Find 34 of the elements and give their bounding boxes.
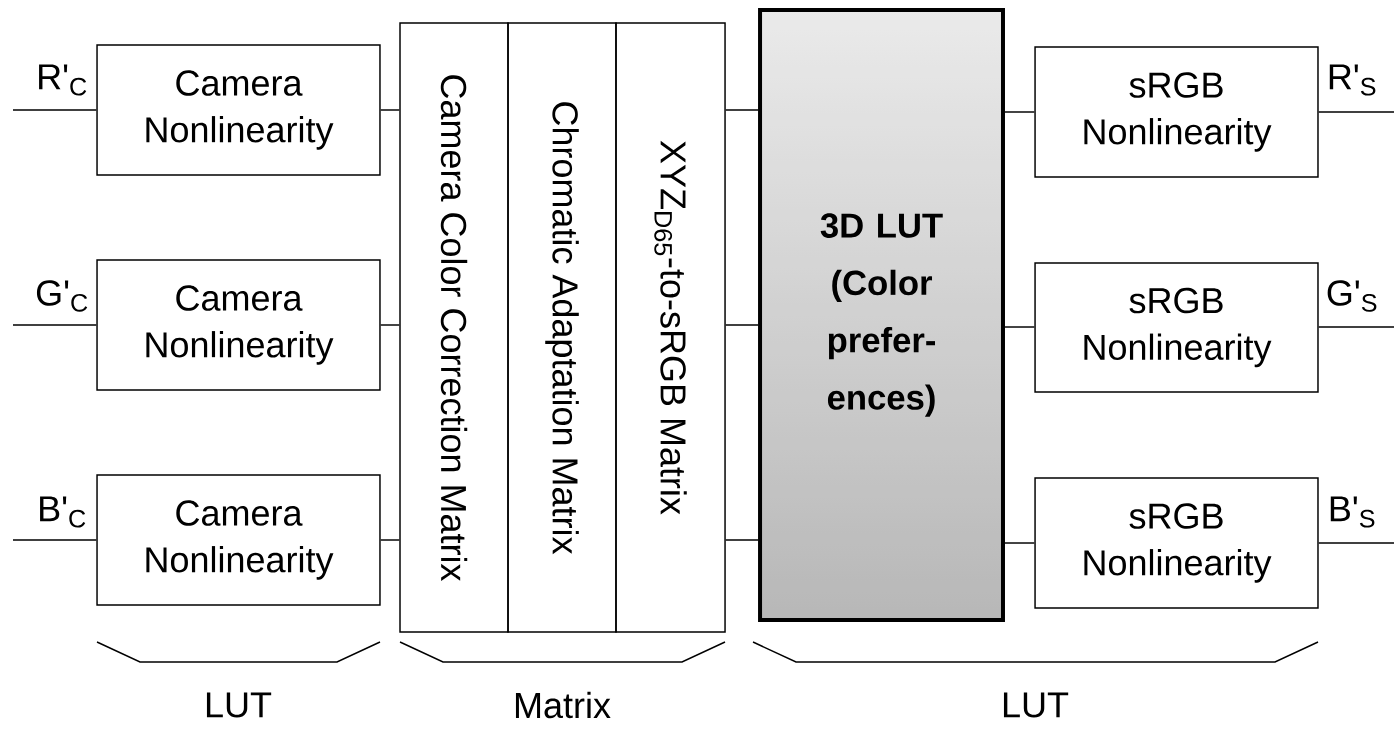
connector-line xyxy=(725,324,759,326)
connector-line xyxy=(1004,326,1036,328)
bracket-label: LUT xyxy=(206,692,272,718)
signal-label: B'$_{C}$ xyxy=(40,496,86,528)
connector-line xyxy=(1004,542,1036,544)
signal-label: R'$_{S}$ xyxy=(1329,64,1376,96)
matrix-column: Camera Color Correction Matrix xyxy=(399,22,509,633)
connector-line xyxy=(1318,111,1394,113)
connector-line xyxy=(379,109,400,111)
process-box: Camera Nonlinearity xyxy=(96,259,381,391)
signal-label: R'$_{C}$ xyxy=(39,64,87,96)
signal-label: G'$_{S}$ xyxy=(1327,280,1377,312)
signal-label: B'$_{S}$ xyxy=(1330,496,1375,528)
connector-line xyxy=(1318,542,1394,544)
connector-line xyxy=(725,109,759,111)
connector-line xyxy=(379,324,400,326)
bracket-label: LUT xyxy=(1003,692,1069,718)
matrix-column: XYZ$_{D65}$-to-sRGB Matrix xyxy=(615,22,726,633)
connector-line xyxy=(12,109,98,111)
process-box: sRGB Nonlinearity xyxy=(1034,46,1319,178)
matrix-column: Chromatic Adaptation Matrix xyxy=(507,22,617,633)
process-box: Camera Nonlinearity xyxy=(96,474,381,606)
connector-line xyxy=(12,324,98,326)
process-box: sRGB Nonlinearity xyxy=(1034,477,1319,609)
connector-line xyxy=(1318,326,1394,328)
signal-label: G'$_{C}$ xyxy=(36,280,88,312)
process-box: Camera Nonlinearity xyxy=(96,44,381,176)
bracket-label: Matrix xyxy=(515,691,611,719)
connector-line xyxy=(12,539,98,541)
lut-box: 3D LUT (Color prefer- ences) xyxy=(758,8,1005,622)
connector-line xyxy=(725,539,759,541)
connector-line xyxy=(379,539,400,541)
process-box: sRGB Nonlinearity xyxy=(1034,262,1319,393)
connector-line xyxy=(1004,111,1036,113)
